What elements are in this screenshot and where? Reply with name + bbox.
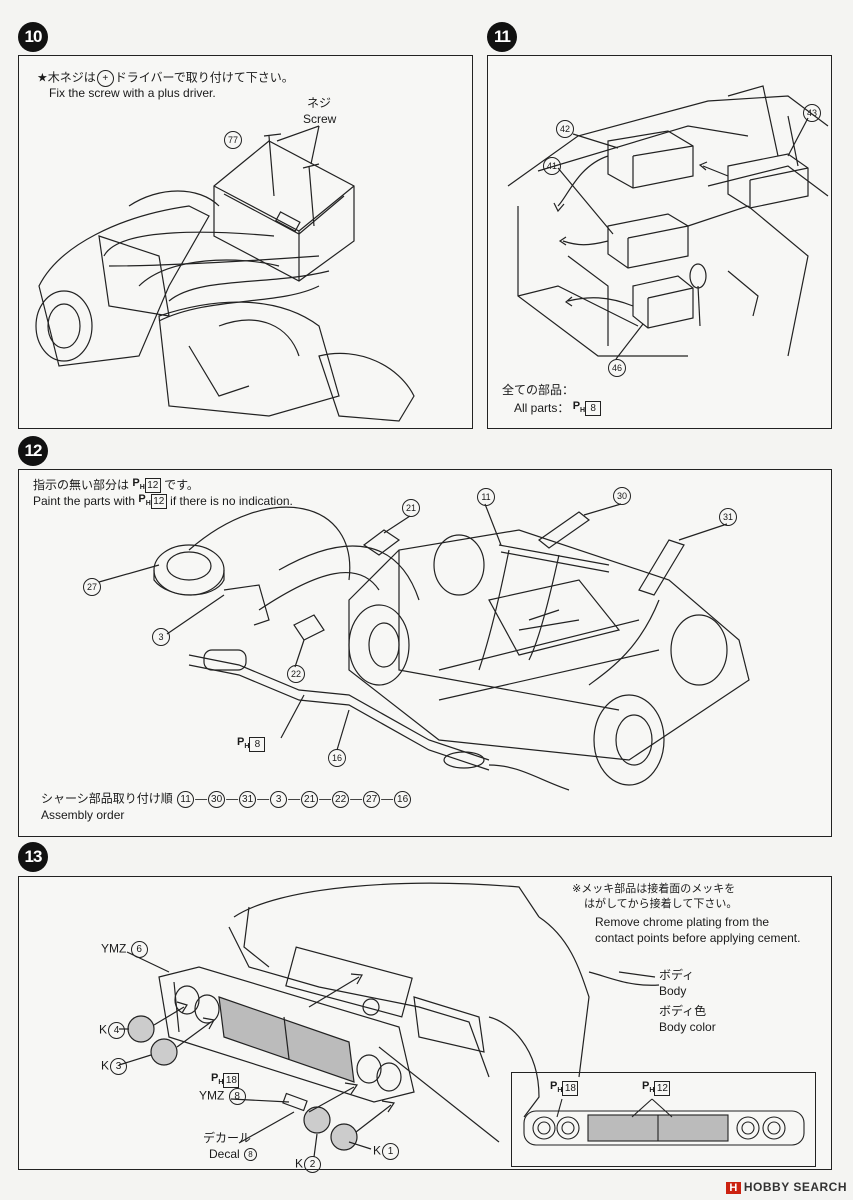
screw-label-en: Screw <box>303 112 337 126</box>
decal-label-en: Decal 8 <box>209 1147 258 1162</box>
part-callout-21: 21 <box>402 499 420 517</box>
assembly-order-en: Assembly order <box>41 808 125 822</box>
step-13-illustration <box>118 882 660 1158</box>
paint-ph-icon: PH <box>550 1080 563 1095</box>
assembly-order-ja: シャーシ部品取り付け順 11—30—31—3—21—22—27—16 <box>41 791 412 808</box>
screw-label-ja: ネジ <box>307 96 332 110</box>
body-color-ja: ボディ色 <box>659 1004 707 1018</box>
body-label-ja: ボディ <box>659 968 695 982</box>
part-callout-27: 27 <box>83 578 101 596</box>
decal-label-ja: デカール <box>203 1131 252 1145</box>
paint-ph-icon: PH <box>642 1080 655 1095</box>
step-10-illustration <box>35 125 415 422</box>
part-callout-3: 3 <box>152 628 170 646</box>
chrome-note-en-1: Remove chrome plating from the <box>595 915 770 929</box>
paint-code-8: 8 <box>585 401 602 417</box>
grille-inset-illustration <box>523 1098 805 1146</box>
part-callout-31: 31 <box>719 508 737 526</box>
all-parts-ja: 全ての部品： <box>502 383 575 397</box>
chrome-note-ja-1: ※メッキ部品は接着面のメッキを <box>572 883 736 895</box>
plus-driver-icon: + <box>96 70 114 87</box>
step-10-note-en: Fix the screw with a plus driver. <box>49 86 216 100</box>
part-callout-77: 77 <box>224 131 242 149</box>
paint-ph-icon: PH <box>211 1072 224 1087</box>
paint-ph-icon: PH <box>132 477 145 492</box>
step-13-panel: ※メッキ部品は接着面のメッキを はがしてから接着して下さい。 Remove ch… <box>18 876 832 1173</box>
step-12-badge: 12 <box>18 436 48 466</box>
step-13-badge: 13 <box>18 842 48 872</box>
chrome-note-en-2: contact points before applying cement. <box>595 931 801 945</box>
paint-ph-icon: PH <box>237 736 250 751</box>
part-callout-42: 42 <box>556 120 574 138</box>
part-callout-22: 22 <box>287 665 305 683</box>
ymz-8-label: YMZ 8 <box>199 1088 247 1105</box>
body-label-en: Body <box>659 984 687 998</box>
chrome-note-ja-2: はがしてから接着して下さい。 <box>584 898 738 910</box>
part-callout-30: 30 <box>613 487 631 505</box>
step-11-illustration <box>507 85 829 360</box>
step-10-panel: ★木ネジは+ドライバーで取り付けて下さい。 Fix the screw with… <box>18 55 473 429</box>
step-12-illustration <box>98 503 750 791</box>
part-callout-41: 41 <box>543 157 561 175</box>
part-callout-46: 46 <box>608 359 626 377</box>
paint-ph-icon: PH <box>138 493 151 508</box>
body-color-en: Body color <box>659 1020 716 1034</box>
step-10-note-ja: ★木ネジは+ドライバーで取り付けて下さい。 <box>37 70 294 87</box>
hobbysearch-logo-icon: H <box>726 1182 741 1194</box>
step-11-badge: 11 <box>487 22 517 52</box>
paint-ph-icon: PH <box>572 400 586 415</box>
step-10-badge: 10 <box>18 22 48 52</box>
